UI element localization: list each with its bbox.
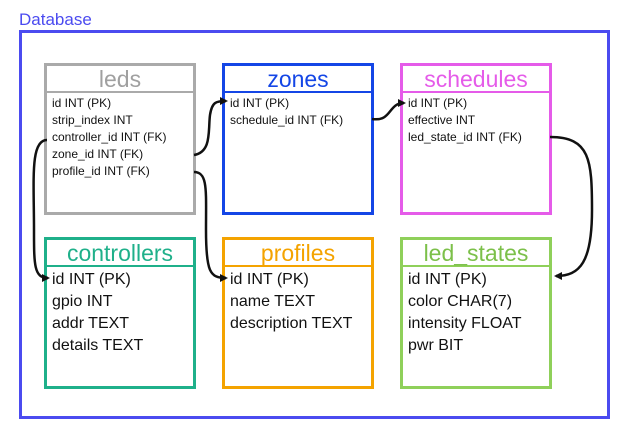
column-row: pwr BIT — [408, 337, 464, 354]
column-row: color CHAR(7) — [408, 293, 513, 310]
database-label: Database — [19, 10, 92, 29]
column-row: id INT (PK) — [52, 271, 131, 288]
column-row: effective INT — [408, 113, 476, 127]
column-list: id INT (PK) effective INT led_state_id I… — [403, 93, 549, 146]
table-title: zones — [225, 66, 371, 93]
relation-schedules-ledstates — [549, 135, 594, 280]
table-profiles[interactable]: profiles id INT (PK) name TEXT descripti… — [222, 237, 374, 389]
column-row: strip_index INT — [52, 113, 133, 127]
column-row: schedule_id INT (FK) — [230, 113, 344, 127]
table-controllers[interactable]: controllers id INT (PK) gpio INT addr TE… — [44, 237, 196, 389]
table-title: leds — [47, 66, 193, 93]
table-zones[interactable]: zones id INT (PK) schedule_id INT (FK) — [222, 63, 374, 215]
column-row: gpio INT — [52, 293, 113, 310]
table-title: led_states — [403, 240, 549, 267]
table-schedules[interactable]: schedules id INT (PK) effective INT led_… — [400, 63, 552, 215]
table-title: profiles — [225, 240, 371, 267]
column-row: controller_id INT (FK) — [52, 130, 167, 144]
column-row: id INT (PK) — [230, 271, 309, 288]
relation-leds-zones — [193, 97, 228, 157]
relation-leds-profiles — [193, 170, 228, 282]
table-title: controllers — [47, 240, 193, 267]
relation-zones-schedules — [371, 99, 406, 121]
table-led-states[interactable]: led_states id INT (PK) color CHAR(7) int… — [400, 237, 552, 389]
relation-leds-controllers — [32, 138, 50, 282]
column-list: id INT (PK) schedule_id INT (FK) — [225, 93, 371, 129]
column-row: profile_id INT (FK) — [52, 164, 150, 178]
table-title: schedules — [403, 66, 549, 93]
column-row: name TEXT — [230, 293, 316, 310]
column-row: id INT (PK) — [52, 96, 112, 110]
column-row: addr TEXT — [52, 315, 130, 332]
column-row: id INT (PK) — [408, 271, 487, 288]
column-list: id INT (PK) color CHAR(7) intensity FLOA… — [403, 267, 549, 357]
column-row: led_state_id INT (FK) — [408, 130, 522, 144]
column-row: id INT (PK) — [230, 96, 290, 110]
column-list: id INT (PK) gpio INT addr TEXT details T… — [47, 267, 193, 357]
column-row: id INT (PK) — [408, 96, 468, 110]
column-row: details TEXT — [52, 337, 144, 354]
column-list: id INT (PK) strip_index INT controller_i… — [47, 93, 193, 180]
column-row: zone_id INT (FK) — [52, 147, 144, 161]
column-list: id INT (PK) name TEXT description TEXT — [225, 267, 371, 335]
column-row: description TEXT — [230, 315, 353, 332]
database-frame — [19, 30, 610, 419]
table-leds[interactable]: leds id INT (PK) strip_index INT control… — [44, 63, 196, 215]
column-row: intensity FLOAT — [408, 315, 522, 332]
